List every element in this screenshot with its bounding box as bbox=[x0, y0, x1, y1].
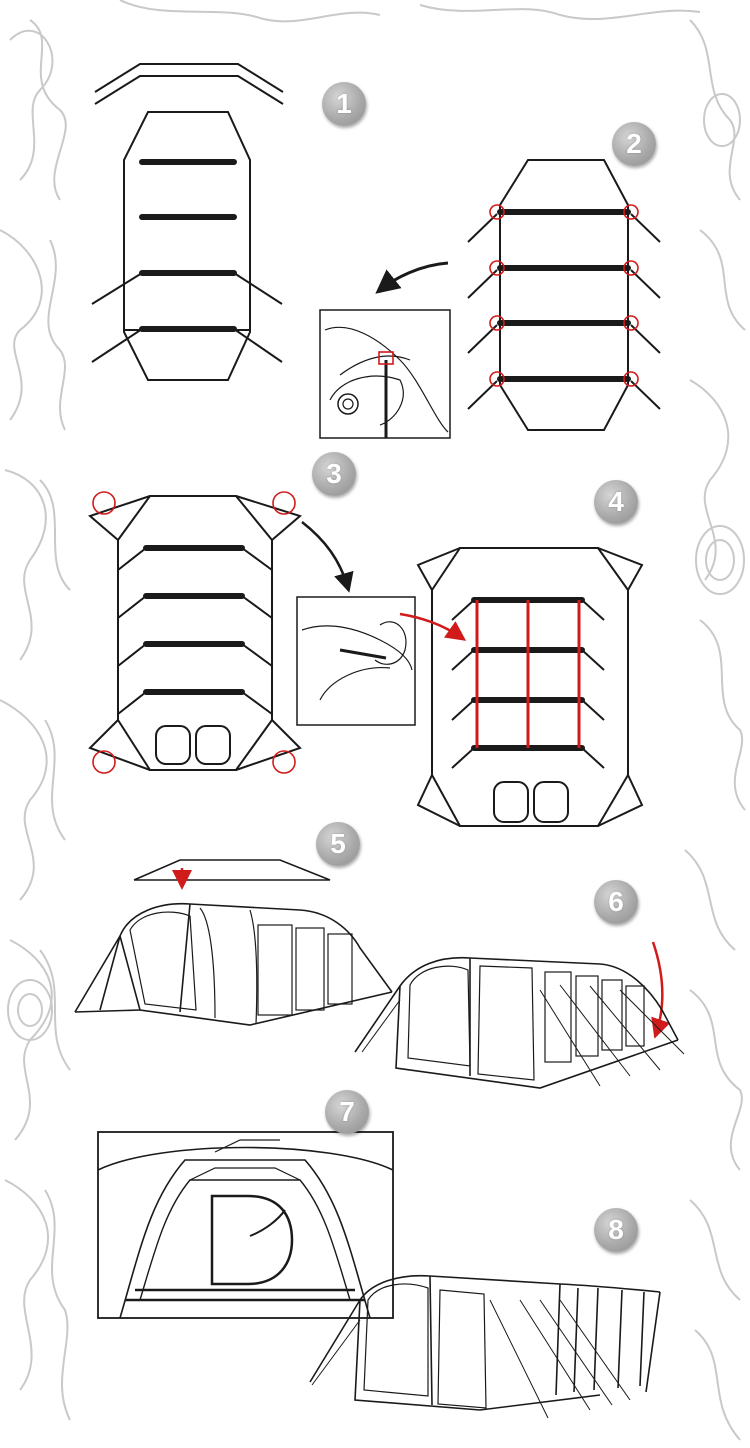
step-1-badge: 1 bbox=[322, 82, 366, 126]
step-5-badge: 5 bbox=[316, 822, 360, 866]
step8-illustration bbox=[309, 1274, 661, 1419]
step-3-badge: 3 bbox=[312, 452, 356, 496]
step-8-badge: 8 bbox=[594, 1208, 638, 1252]
step5-illustration bbox=[74, 859, 393, 1026]
step-7-badge: 7 bbox=[325, 1090, 369, 1134]
step2-illustration bbox=[319, 159, 661, 439]
step4-illustration bbox=[399, 547, 644, 827]
step-2-badge: 2 bbox=[612, 122, 656, 166]
step7-illustration bbox=[97, 1131, 394, 1319]
step6-illustration bbox=[354, 941, 685, 1089]
step1-illustration bbox=[91, 63, 284, 381]
step3-illustration bbox=[88, 491, 416, 774]
step-4-badge: 4 bbox=[594, 480, 638, 524]
step-6-badge: 6 bbox=[594, 880, 638, 924]
